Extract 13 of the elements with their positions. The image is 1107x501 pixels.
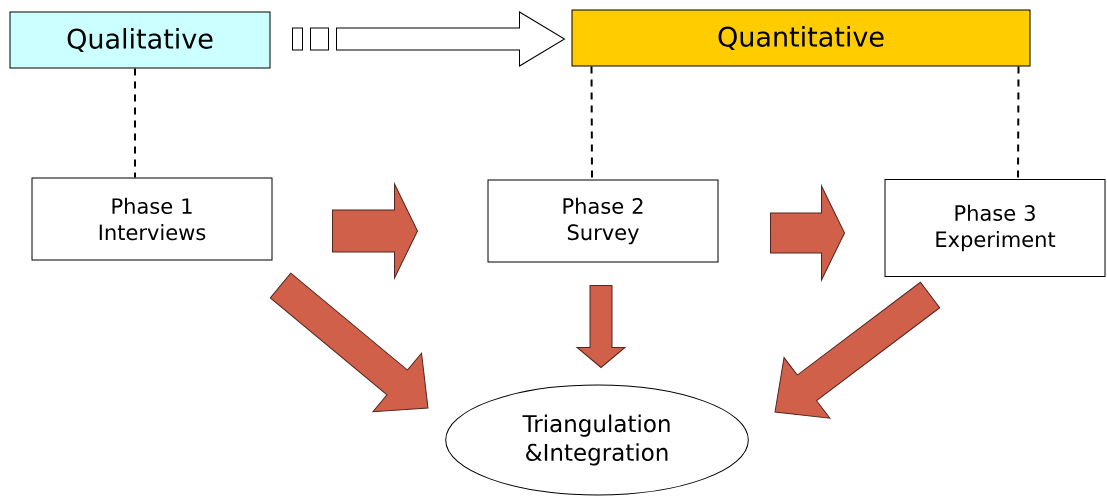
dashed-line xyxy=(1017,65,1020,180)
block-arrow xyxy=(269,272,429,413)
phase-box: Phase 1 Interviews xyxy=(31,177,273,261)
block-arrow xyxy=(332,183,418,279)
phase-box: Phase 3 Experiment xyxy=(884,179,1106,277)
phase-box: Phase 2 Survey xyxy=(487,179,719,263)
category-box: Qualitative xyxy=(9,11,271,69)
category-box: Quantitative xyxy=(571,9,1031,67)
block-arrow xyxy=(770,185,845,281)
block-arrow xyxy=(576,285,626,368)
dashed-line xyxy=(134,67,136,179)
block-arrow xyxy=(774,281,941,419)
block-arrow xyxy=(292,11,565,67)
